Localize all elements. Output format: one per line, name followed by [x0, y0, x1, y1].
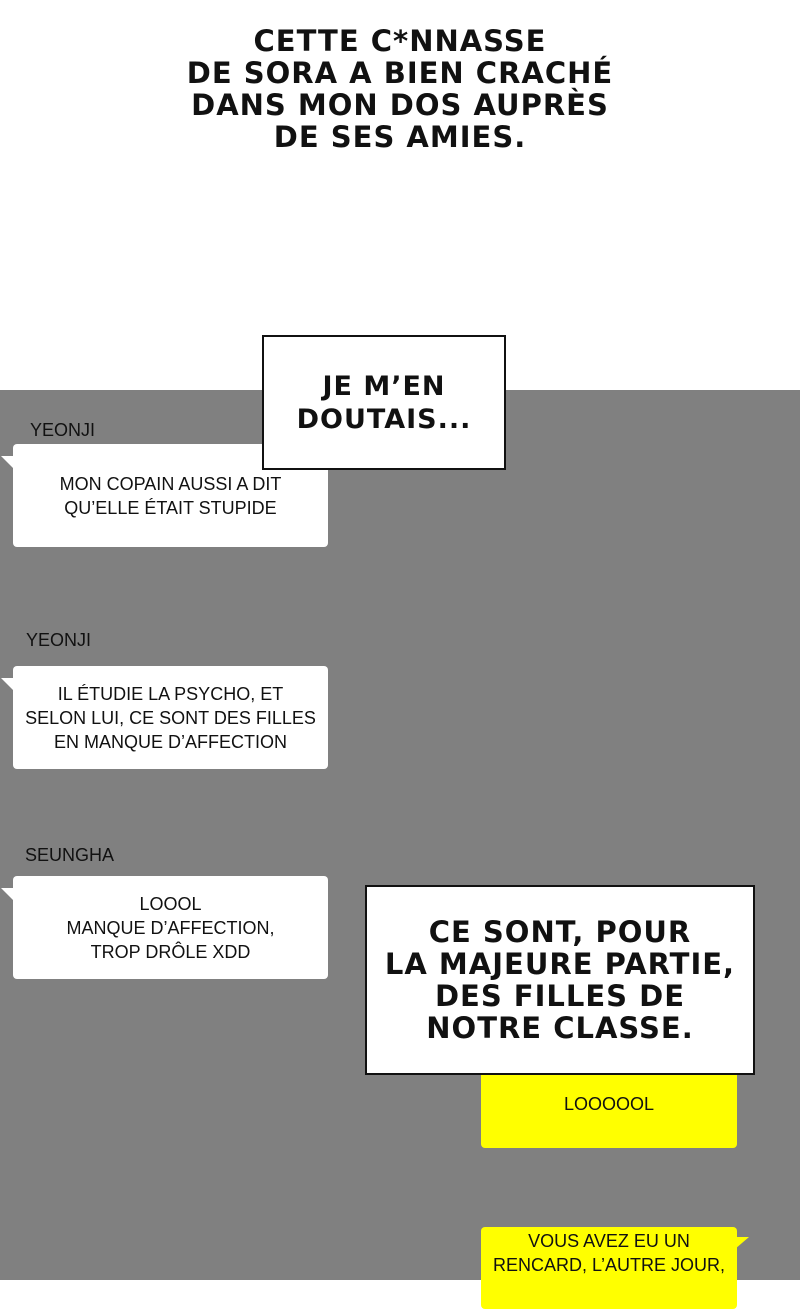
narration-line: DE SES AMIES. — [273, 120, 527, 154]
message-line: SELON LUI, CE SONT DES FILLES — [25, 707, 316, 728]
caption-line: CE SONT, POUR — [428, 915, 692, 949]
sender-name: SEUNGHA — [25, 845, 115, 865]
message-line: RENCARD, L’AUTRE JOUR, — [492, 1255, 726, 1275]
message-line: MANQUE D’AFFECTION, — [66, 917, 275, 938]
message-bubble: IL ÉTUDIE LA PSYCHO, ET SELON LUI, CE SO… — [1, 666, 328, 769]
caption-line: JE M’EN — [322, 370, 446, 402]
narration-line: CETTE C*NNASSE — [253, 24, 547, 58]
message-line: LOOOL — [139, 893, 202, 914]
caption-line: DES FILLES DE — [434, 979, 686, 1013]
message-line: IL ÉTUDIE LA PSYCHO, ET — [57, 683, 284, 704]
own-message-bubble: VOUS AVEZ EU UN RENCARD, L’AUTRE JOUR, — [481, 1227, 749, 1309]
narration-caption: CETTE C*NNASSE DE SORA A BIEN CRACHÉ DAN… — [150, 25, 650, 153]
narration-line: DANS MON DOS AUPRÈS — [191, 88, 609, 122]
message-line: VOUS AVEZ EU UN — [528, 1231, 690, 1251]
message-line: TROP DRÔLE XDD — [90, 941, 251, 962]
message-line: MON COPAIN AUSSI A DIT — [59, 473, 282, 494]
message-bubble: LOOOL MANQUE D’AFFECTION, TROP DRÔLE XDD — [1, 876, 328, 979]
caption-box: CE SONT, POUR LA MAJEURE PARTIE, DES FIL… — [365, 885, 755, 1075]
sender-name: YEONJI — [26, 630, 92, 650]
caption-box: JE M’EN DOUTAIS... — [262, 335, 506, 470]
message-line: LOOOOOL — [563, 1094, 655, 1114]
narration-line: DE SORA A BIEN CRACHÉ — [186, 56, 614, 90]
caption-line: LA MAJEURE PARTIE, — [384, 947, 736, 981]
caption-line: NOTRE CLASSE. — [426, 1011, 694, 1045]
message-line: QU’ELLE ÉTAIT STUPIDE — [64, 497, 277, 518]
message-line: EN MANQUE D’AFFECTION — [53, 731, 287, 752]
caption-line: DOUTAIS... — [296, 403, 472, 435]
sender-name: YEONJI — [30, 420, 96, 440]
